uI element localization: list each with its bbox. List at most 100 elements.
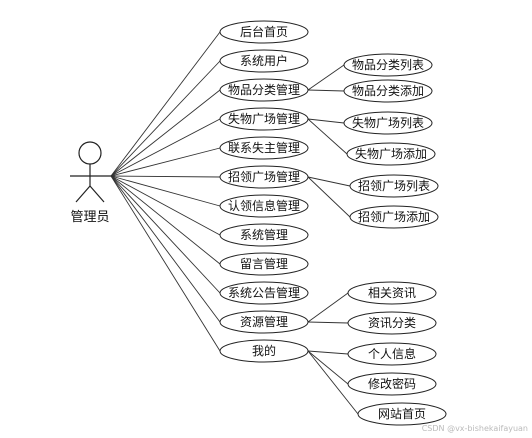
edge-actor-msg [110,175,221,265]
actor-head [78,141,102,165]
sub-case-mine-10: 网站首页 [357,402,447,426]
sub-case-found-5-label: 招领广场添加 [358,210,430,224]
use-case-res-label: 资源管理 [240,314,288,329]
use-case-found-ellipse [219,165,309,189]
use-case-home: 后台首页 [219,20,309,44]
edge-actor-claim [110,175,221,207]
use-case-owner-label: 联系失主管理 [228,140,300,155]
sub-case-mine-9-ellipse [347,372,437,396]
edge-actor-lost [110,118,221,177]
sub-case-res-7: 资讯分类 [347,311,437,335]
sub-case-itemcat-1: 物品分类添加 [343,79,433,103]
sub-case-lost-2-ellipse [343,111,433,135]
use-case-found-label: 招领广场管理 [228,169,300,184]
actor-left-leg [75,185,91,203]
use-case-itemcat-label: 物品分类管理 [228,82,300,97]
sub-case-itemcat-1-ellipse [343,79,433,103]
use-case-home-ellipse [219,20,309,44]
nodes-layer: 后台首页系统用户物品分类管理失物广场管理联系失主管理招领广场管理认领信息管理系统… [219,20,447,426]
use-case-itemcat-ellipse [219,78,309,102]
sub-case-res-6: 相关资讯 [347,281,437,305]
edge-res-sub-6 [307,292,349,323]
edge-mine-sub-10 [307,350,359,415]
sub-case-lost-2: 失物广场列表 [343,111,433,135]
sub-case-found-4-ellipse [349,174,439,198]
edge-mine-sub-8 [307,350,349,355]
sub-case-res-7-label: 资讯分类 [368,316,416,330]
sub-case-mine-8-label: 个人信息 [368,346,416,361]
sub-case-mine-10-ellipse [357,402,447,426]
edge-lost-sub-3 [307,118,348,155]
use-case-sys-ellipse [219,223,309,247]
edge-itemcat-sub-1 [307,89,345,92]
use-case-mine: 我的 [219,339,309,363]
edge-actor-itemcat [110,89,221,177]
use-case-lost-ellipse [219,107,309,131]
use-case-mine-ellipse [219,339,309,363]
use-case-found: 招领广场管理 [219,165,309,189]
use-case-claim: 认领信息管理 [219,194,309,218]
actor-right-leg [89,185,105,203]
use-case-home-label: 后台首页 [240,24,288,39]
actor-label: 管理员 [70,210,109,225]
use-case-res-ellipse [219,310,309,334]
sub-case-itemcat-0-ellipse [343,53,433,77]
use-case-sys: 系统管理 [219,223,309,247]
sub-case-lost-3-label: 失物广场添加 [355,146,427,161]
edge-actor-found [110,175,221,178]
sub-case-itemcat-1-label: 物品分类添加 [352,84,424,98]
use-case-user: 系统用户 [219,49,309,73]
edge-res-sub-7 [307,321,349,324]
sub-case-mine-8-ellipse [347,342,437,366]
sub-case-found-5-ellipse [349,205,439,229]
edge-mine-sub-9 [307,350,349,385]
edge-actor-res [110,175,221,323]
use-case-user-ellipse [219,49,309,73]
edge-lost-sub-2 [307,118,345,124]
sub-case-found-4-label: 招领广场列表 [358,179,430,193]
use-case-notice-ellipse [219,281,309,305]
use-case-lost-label: 失物广场管理 [228,111,300,126]
sub-case-found-5: 招领广场添加 [349,205,439,229]
sub-case-lost-3-ellipse [346,142,436,166]
use-case-owner: 联系失主管理 [219,136,309,160]
edge-actor-user [110,60,221,177]
actor-admin: 管理员 [70,141,111,225]
use-case-lost: 失物广场管理 [219,107,309,131]
sub-case-res-6-label: 相关资讯 [368,286,416,300]
edge-actor-mine [110,175,221,352]
sub-case-res-7-ellipse [347,311,437,335]
sub-case-found-4: 招领广场列表 [349,174,439,198]
use-case-msg-label: 留言管理 [240,256,288,271]
use-case-claim-ellipse [219,194,309,218]
sub-case-itemcat-0: 物品分类列表 [343,53,433,77]
sub-case-lost-2-label: 失物广场列表 [352,115,424,130]
sub-case-res-6-ellipse [347,281,437,305]
edge-actor-sys [110,175,221,236]
use-case-msg-ellipse [219,252,309,276]
use-case-sys-label: 系统管理 [240,227,288,242]
edge-itemcat-sub-0 [307,64,345,91]
use-case-notice-label: 系统公告管理 [228,285,300,300]
use-case-owner-ellipse [219,136,309,160]
sub-case-mine-9: 修改密码 [347,372,437,396]
sub-case-mine-10-label: 网站首页 [378,407,426,421]
watermark: CSDN @vx-bishekaifayuan [422,424,528,433]
edge-found-sub-5 [307,176,351,218]
use-case-mine-label: 我的 [252,343,276,358]
edge-actor-notice [110,175,221,294]
sub-case-lost-3: 失物广场添加 [346,142,436,166]
use-case-res: 资源管理 [219,310,309,334]
use-case-msg: 留言管理 [219,252,309,276]
edges-layer [110,31,359,415]
sub-case-itemcat-0-label: 物品分类列表 [352,58,424,72]
use-case-notice: 系统公告管理 [219,281,309,305]
edge-actor-owner [110,147,221,177]
edge-actor-home [110,31,221,177]
use-case-user-label: 系统用户 [240,53,288,68]
use-case-claim-label: 认领信息管理 [228,198,300,213]
sub-case-mine-8: 个人信息 [347,342,437,366]
use-case-itemcat: 物品分类管理 [219,78,309,102]
